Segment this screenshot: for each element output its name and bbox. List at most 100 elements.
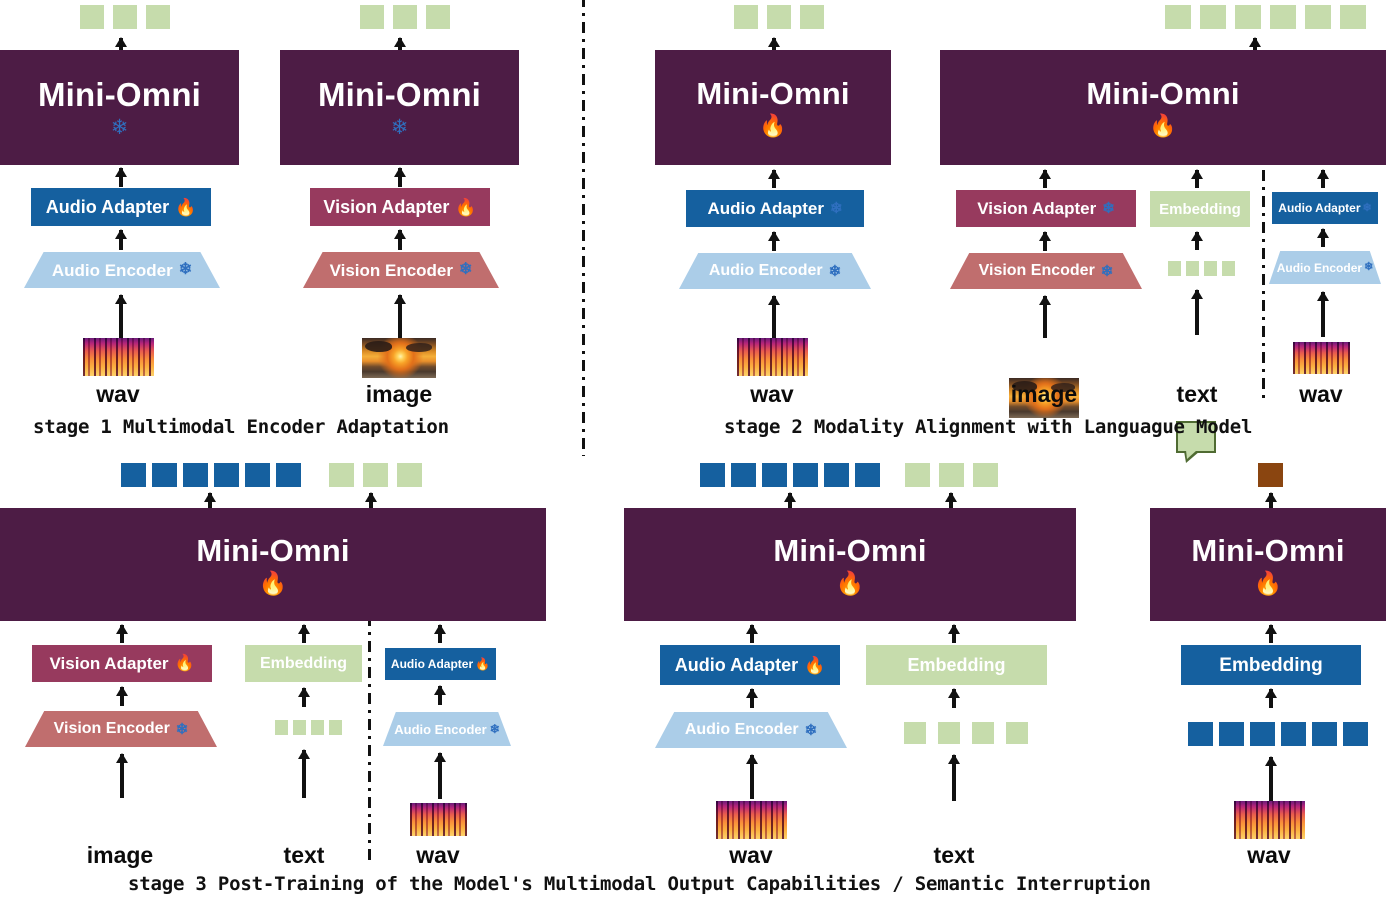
stage3-left-wav-label: wav: [416, 842, 460, 868]
token-square: [1168, 261, 1181, 276]
stage1-audio-input-label: wav: [96, 381, 140, 407]
token-square: [1312, 722, 1337, 746]
token-square: [1340, 5, 1366, 29]
arrow-up: [750, 689, 754, 708]
fire-icon: 🔥: [759, 113, 787, 138]
arrow-up: [1321, 170, 1325, 188]
stage3-middle-text-tokens: [904, 722, 1028, 744]
token-square: [1270, 5, 1296, 29]
arrow-up: [438, 686, 442, 705]
token-square: [972, 722, 994, 744]
model-title: Mini-Omni: [773, 532, 927, 568]
snowflake-icon: ❄: [110, 115, 129, 139]
encoder-label: Vision Encoder: [53, 720, 170, 737]
snowflake-icon: ❄: [1100, 262, 1114, 280]
token-square: [939, 463, 964, 487]
stage2-text-embedding: Embedding: [1150, 191, 1250, 227]
arrow-up: [302, 688, 306, 707]
snowflake-icon: ❄: [1362, 201, 1372, 214]
stage2-interrupt-audio-adapter: Audio Adapter ❄: [1272, 192, 1378, 224]
stage2-text-input-label: text: [1176, 381, 1218, 407]
stage3-caption: stage 3 Post-Training of the Model's Mul…: [128, 873, 1151, 895]
stage2-interrupt-input-label: wav: [1299, 381, 1343, 407]
token-square: [363, 463, 388, 487]
snowflake-icon: ❄: [804, 721, 818, 739]
token-square: [1258, 463, 1283, 487]
token-square: [121, 463, 146, 487]
token-square: [80, 5, 104, 29]
stage2-audio-mini-omni-block: Mini-Omni 🔥: [655, 50, 891, 165]
token-square: [905, 463, 930, 487]
arrow-up: [952, 625, 956, 643]
stage1-audio-encoder: Audio Encoder ❄: [24, 252, 220, 288]
model-title: Mini-Omni: [1086, 76, 1240, 111]
stage3-middle-output-green-tokens: [905, 463, 998, 487]
model-title: Mini-Omni: [317, 75, 482, 113]
wav-spectrogram-thumb: [737, 338, 808, 376]
arrow-up: [1321, 229, 1325, 247]
stage3-left-image-label: image: [86, 842, 154, 868]
stage1-vision-encoder: Vision Encoder ❄: [303, 252, 499, 288]
arrow-up: [772, 296, 776, 338]
fire-icon: 🔥: [835, 569, 865, 596]
stage3-middle-wav-label: wav: [729, 842, 773, 868]
encoder-label: Vision Encoder: [978, 262, 1095, 279]
stage3-right-embedding: Embedding: [1181, 645, 1361, 685]
stage3-left-mini-omni-block: Mini-Omni 🔥: [0, 508, 546, 621]
token-square: [973, 463, 998, 487]
wav-spectrogram-thumb: [410, 803, 467, 836]
stage2-interrupt-audio-encoder: Audio Encoder ❄: [1269, 251, 1381, 284]
token-square: [793, 463, 818, 487]
arrow-up: [398, 168, 402, 187]
stage3-left-text-label: text: [283, 842, 325, 868]
arrow-up: [1269, 689, 1273, 708]
arrow-up: [119, 38, 123, 56]
token-square: [800, 5, 824, 29]
arrow-up: [1195, 290, 1199, 335]
arrow-up: [208, 493, 212, 511]
snowflake-icon: ❄: [178, 261, 193, 278]
stage3-right-input-tokens: [1188, 722, 1368, 746]
stage1-caption: stage 1 Multimodal Encoder Adaptation: [33, 416, 449, 438]
fire-icon: 🔥: [1253, 569, 1283, 596]
token-square: [275, 720, 288, 735]
token-square: [1235, 5, 1261, 29]
token-square: [731, 463, 756, 487]
token-square: [1250, 722, 1275, 746]
token-square: [293, 720, 306, 735]
fire-icon: 🔥: [804, 655, 826, 675]
token-square: [329, 463, 354, 487]
stage3-left-text-embedding: Embedding: [245, 645, 362, 682]
fire-icon: 🔥: [475, 657, 491, 671]
stage2-audio-input-label: wav: [750, 381, 794, 407]
token-square: [1165, 5, 1191, 29]
stage1-vision-input-label: image: [365, 381, 433, 407]
token-square: [938, 722, 960, 744]
token-square: [393, 5, 417, 29]
stage1-audio-output-tokens: [80, 5, 170, 29]
stage1-vision-mini-omni-block: Mini-Omni ❄: [280, 50, 519, 165]
token-square: [329, 720, 342, 735]
model-title: Mini-Omni: [37, 75, 202, 113]
stage2-caption: stage 2 Modality Alignment with Languagu…: [724, 416, 1253, 438]
snowflake-icon: ❄: [489, 722, 500, 736]
token-square: [152, 463, 177, 487]
arrow-up: [120, 625, 124, 643]
model-title: Mini-Omni: [696, 76, 850, 111]
arrow-up: [398, 230, 402, 250]
divider-stage1-stage2: [582, 0, 585, 456]
token-square: [397, 463, 422, 487]
encoder-label: Audio Encoder: [684, 721, 799, 738]
arrow-up: [949, 493, 953, 511]
token-square: [1204, 261, 1217, 276]
snowflake-icon: ❄: [390, 115, 409, 139]
stage3-middle-mini-omni-block: Mini-Omni 🔥: [624, 508, 1076, 621]
token-square: [1219, 722, 1244, 746]
stage2-audio-adapter: Audio Adapter ❄: [686, 190, 864, 227]
stage2-vision-encoder: Vision Encoder ❄: [950, 253, 1142, 289]
fire-icon: 🔥: [174, 654, 195, 672]
encoder-label: Audio Encoder: [51, 260, 173, 280]
divider-stage2-interrupt: [1262, 170, 1265, 400]
arrow-up: [772, 38, 776, 56]
arrow-up: [952, 755, 956, 801]
